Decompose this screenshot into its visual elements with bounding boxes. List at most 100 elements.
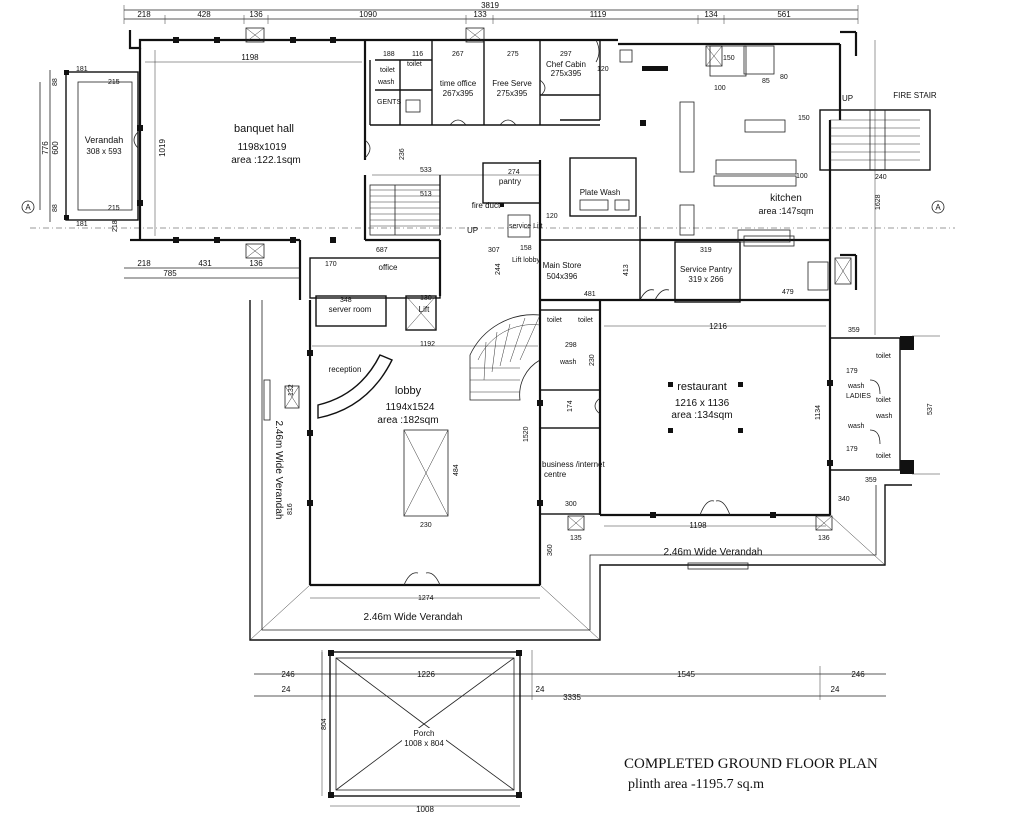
up-label-b: UP — [842, 94, 853, 103]
chef-cabin-name: Chef Cabin — [546, 60, 586, 69]
gents-label: GENTS — [377, 99, 401, 106]
dim-seg-2: 428 — [197, 10, 211, 19]
dim-218-left: 218 — [112, 220, 119, 232]
dim-seg-1: 218 — [137, 10, 151, 19]
dim-804: 804 — [321, 718, 328, 730]
dim-484: 484 — [453, 464, 460, 476]
dim-seg-7: 134 — [704, 10, 718, 19]
bottom-dimension-lines: 246 1226 1545 246 24 24 24 3335 — [254, 650, 886, 702]
dim-120a: 120 — [597, 66, 609, 73]
dim-181a: 181 — [76, 66, 88, 73]
mid-toilet-1: toilet — [547, 317, 562, 324]
verandah-left-label: 2.46m Wide Verandah — [273, 421, 284, 520]
dim-359b: 359 — [865, 477, 877, 484]
banquet-area: area :122.1sqm — [231, 155, 301, 166]
mid-toilets: toilet toilet 298 wash 230 174 — [539, 309, 601, 415]
dim-246a: 246 — [281, 670, 295, 679]
left-verandah: 776 600 181 181 215 215 88 88 Verandah 3… — [39, 66, 139, 232]
dim-215b: 215 — [108, 205, 120, 212]
stair-area: 533 513 236 — [369, 148, 540, 236]
dim-1520: 1520 — [523, 426, 530, 442]
dim-1545: 1545 — [677, 670, 695, 679]
top-toilet-2: toilet — [407, 61, 422, 68]
dim-776: 776 — [41, 141, 50, 155]
dim-1198-top: 1198 — [241, 53, 259, 62]
dim-100b: 100 — [714, 85, 726, 92]
banquet-bottom-dims: 218 431 136 785 — [124, 259, 300, 279]
porch: Porch 1008 x 804 804 1008 — [321, 650, 522, 814]
server-room-name: server room — [329, 305, 372, 314]
up-label-a: UP — [467, 226, 478, 235]
dim-230: 230 — [420, 522, 432, 529]
dim-seg-6: 1119 — [590, 10, 607, 19]
dim-236: 236 — [399, 148, 406, 160]
service-pantry-size: 319 x 266 — [688, 275, 724, 284]
dim-481: 481 — [584, 291, 596, 298]
dim-533: 533 — [420, 167, 432, 174]
columns — [137, 37, 833, 518]
lift-name: Lift — [419, 305, 430, 314]
kitchen-name: kitchen — [770, 193, 802, 204]
dim-359a: 359 — [848, 327, 860, 334]
dim-1226: 1226 — [417, 670, 435, 679]
service-lift-name: service Lift — [509, 223, 543, 230]
banquet-size: 1198x1019 — [238, 142, 287, 153]
restaurant-name: restaurant — [677, 381, 727, 393]
dim-816: 816 — [287, 503, 294, 515]
ladies-label: LADIES — [846, 393, 871, 400]
axis-mark-left: A — [25, 203, 31, 212]
pantry-zone: 274 pantry fire duct service Lift 307 15… — [467, 162, 558, 275]
dim-298: 298 — [565, 342, 577, 349]
service-pantry: 319 Service Pantry 319 x 266 479 — [674, 235, 829, 303]
dim-135: 135 — [570, 535, 582, 542]
right-toilets: toilet toilet wash toilet 179 179 wash L… — [830, 335, 940, 503]
banquet-hall: 1198 1019 banquet hall 1198x1019 area :1… — [145, 50, 371, 236]
rt-toilet-3: toilet — [876, 453, 891, 460]
dim-132: 132 — [288, 384, 295, 396]
dim-116: 116 — [412, 51, 423, 58]
dim-3335: 3335 — [563, 693, 581, 702]
dim-307: 307 — [488, 247, 500, 254]
dim-150a: 150 — [723, 55, 735, 62]
restaurant-area: area :134sqm — [671, 410, 732, 421]
dim-seg-4: 1090 — [359, 10, 377, 19]
plate-wash-name: Plate Wash — [580, 188, 621, 197]
plan-subtitle: plinth area -1195.7 sq.m — [628, 777, 764, 792]
restaurant-size: 1216 x 1136 — [675, 398, 730, 409]
top-toilets: 188 116 toilet toilet wash GENTS — [377, 51, 423, 113]
dim-218-bottom: 218 — [137, 259, 151, 268]
plate-wash-room: Plate Wash — [569, 157, 637, 217]
business-centre: business /internet centre 300 135 360 — [539, 427, 605, 556]
verandah-left-size: 308 x 593 — [86, 147, 122, 156]
dim-100a: 100 — [796, 173, 808, 180]
dim-1019: 1019 — [158, 139, 167, 157]
dim-88a: 88 — [52, 78, 59, 86]
dim-246b: 246 — [851, 670, 865, 679]
dim-244: 244 — [495, 263, 502, 275]
dim-24b: 24 — [536, 685, 545, 694]
verandahs: 2.46m Wide Verandah 2.46m Wide Verandah … — [249, 300, 912, 641]
mid-wash: wash — [559, 359, 576, 366]
business-name2: centre — [544, 470, 567, 479]
free-serve-size: 275x395 — [497, 89, 528, 98]
verandah-bottom-label: 2.46m Wide Verandah — [364, 612, 463, 623]
dim-88b: 88 — [52, 204, 59, 212]
dim-513: 513 — [420, 191, 432, 198]
rt-toilet-2: toilet — [876, 397, 891, 404]
dim-274: 274 — [508, 169, 520, 176]
rt-toilet-1: toilet — [876, 353, 891, 360]
dim-188: 188 — [383, 51, 395, 58]
dim-136-b: 136 — [249, 259, 263, 268]
dim-413: 413 — [623, 264, 630, 276]
dim-seg-8: 561 — [777, 10, 791, 19]
lobby-area: area :182sqm — [377, 415, 438, 426]
dim-1134: 1134 — [815, 405, 822, 420]
dim-297: 297 — [560, 51, 572, 58]
top-wash: wash — [377, 79, 394, 86]
dim-340: 340 — [838, 496, 850, 503]
title-block: COMPLETED GROUND FLOOR PLAN plinth area … — [624, 756, 878, 792]
dim-1198-bottom: 1198 — [689, 521, 707, 530]
dim-1008: 1008 — [416, 805, 434, 814]
dim-174: 174 — [567, 400, 574, 412]
dim-179a: 179 — [846, 368, 858, 375]
